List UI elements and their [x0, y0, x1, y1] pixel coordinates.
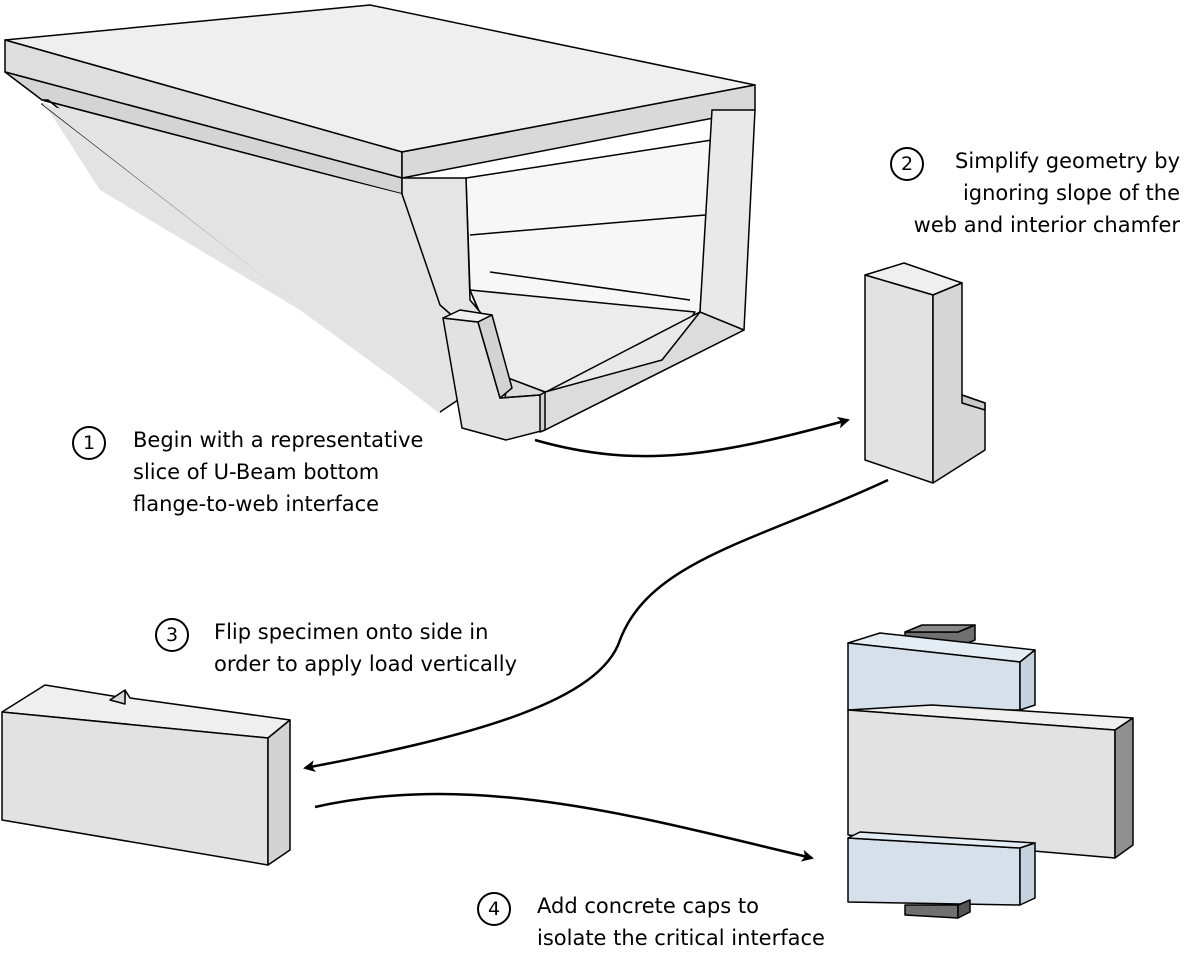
arrow-step3-to-step4 — [314, 792, 814, 862]
step-3-description: Flip specimen onto side in order to appl… — [214, 616, 517, 680]
step-1-line-2: slice of U-Beam bottom — [133, 460, 380, 484]
step-2-number: 2 — [890, 147, 924, 181]
step-4-line-2: isolate the critical interface — [537, 926, 825, 950]
step-3-line-1: Flip specimen onto side in — [214, 620, 489, 644]
arrow-step1-to-step2 — [534, 416, 850, 458]
step-1-description: Begin with a representative slice of U-B… — [133, 424, 423, 520]
step-1-line-3: flange-to-web interface — [133, 492, 380, 516]
simplified-specimen — [864, 262, 986, 484]
step-2-line-2: ignoring slope of the — [962, 181, 1180, 205]
step-3-line-2: order to apply load vertically — [214, 652, 518, 676]
step-4-number: 4 — [477, 892, 511, 926]
step-4-line-1: Add concrete caps to — [537, 894, 759, 918]
step-1-line-1: Begin with a representative — [133, 428, 424, 452]
step-4-description: Add concrete caps to isolate the critica… — [537, 890, 825, 954]
step-2-line-3: web and interior chamfer — [913, 213, 1180, 237]
flipped-specimen — [1, 684, 291, 866]
step-2-description: Simplify geometry by ignoring slope of t… — [914, 145, 1180, 241]
step-3-number: 3 — [155, 618, 189, 652]
flow-arrows — [303, 416, 889, 862]
step-1-number: 1 — [72, 426, 106, 460]
step-2-line-1: Simplify geometry by — [955, 149, 1180, 173]
arrow-step2-to-step3 — [303, 478, 889, 773]
capped-specimen — [847, 624, 1134, 919]
u-beam-illustration — [4, 4, 756, 441]
